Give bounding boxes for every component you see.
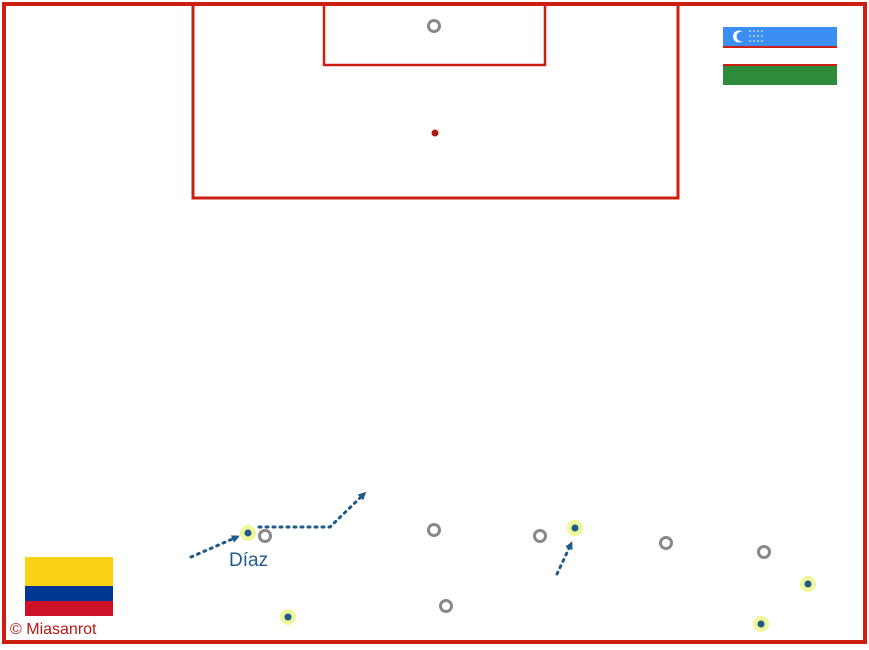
- colombia-flag: [25, 557, 113, 616]
- attacker-marker: [567, 520, 583, 536]
- credit-text: © Miasanrot: [10, 621, 97, 638]
- goal-area: [322, 2, 547, 67]
- defender-marker: [659, 536, 673, 550]
- uzbekistan-flag: [723, 27, 837, 85]
- defender-marker: [427, 523, 441, 537]
- defender-marker: [427, 19, 441, 33]
- attacker-marker: [800, 576, 816, 592]
- movement-arrow: [257, 491, 367, 529]
- attacker-marker: [240, 525, 256, 541]
- movement-arrow: [555, 541, 573, 576]
- defender-marker: [258, 529, 272, 543]
- star-icon: [749, 30, 763, 42]
- penalty-spot: [431, 129, 439, 137]
- penalty-area: [191, 2, 680, 200]
- attacker-marker: [280, 609, 296, 625]
- movement-arrow: [189, 535, 240, 559]
- defender-marker: [533, 529, 547, 543]
- defender-marker: [439, 599, 453, 613]
- attacker-marker: [753, 616, 769, 632]
- defender-marker: [757, 545, 771, 559]
- player-label: Díaz: [229, 550, 268, 571]
